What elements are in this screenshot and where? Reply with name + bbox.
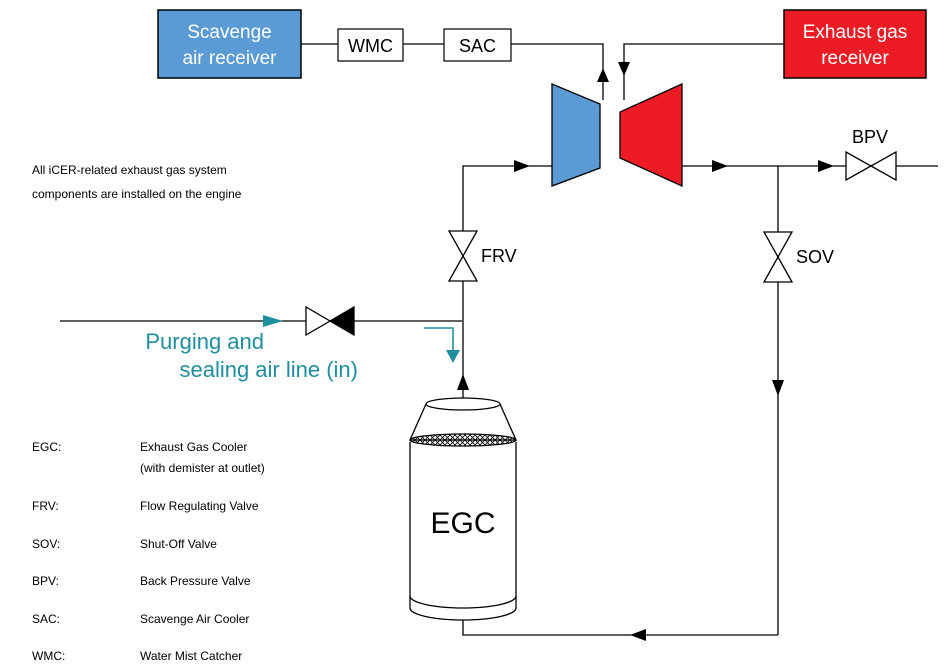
sov-valve: SOV: [762, 231, 834, 283]
wmc-box: WMC: [337, 28, 404, 62]
scavenge-air-receiver: Scavenge air receiver: [157, 9, 302, 79]
legend-desc-sov: Shut-Off Valve: [140, 537, 217, 551]
turbine: [619, 82, 683, 188]
legend-abbr-bpv: BPV:: [32, 574, 59, 588]
scavenge-line1: Scavenge: [187, 22, 272, 43]
turbocharger: [551, 82, 683, 188]
legend-abbr-sov: SOV:: [32, 537, 60, 551]
frv-valve: FRV: [447, 230, 517, 282]
install-note: All iCER-related exhaust gas system comp…: [32, 163, 242, 201]
legend-desc-egc-2: (with demister at outlet): [140, 461, 265, 475]
arrow-bottom-return: [630, 629, 646, 641]
exhaust-gas-receiver: Exhaust gas receiver: [783, 9, 927, 79]
pipe-exhaust-turbine: [623, 43, 784, 100]
purging-line1: Purging and: [145, 329, 264, 354]
arrow-bpv-in: [818, 160, 834, 172]
wmc-label: WMC: [348, 36, 393, 56]
note-line2: components are installed on the engine: [32, 187, 242, 201]
flow-arrows: [457, 62, 834, 641]
arrow-turbine-down: [618, 62, 630, 76]
compressor: [551, 83, 601, 187]
purging-line2: sealing air line (in): [179, 357, 358, 382]
note-line1: All iCER-related exhaust gas system: [32, 163, 227, 177]
purging-label: Purging and sealing air line (in): [145, 329, 358, 382]
purging-valve: [305, 305, 355, 337]
exhaust-line2: receiver: [821, 48, 889, 69]
arrow-turbine-out: [712, 160, 728, 172]
legend-desc-frv: Flow Regulating Valve: [140, 499, 259, 513]
legend-abbr-wmc: WMC:: [32, 649, 65, 663]
purge-inlet-arrow: [263, 315, 460, 363]
egc-vessel: [408, 397, 518, 621]
legend-abbr-sac: SAC:: [32, 612, 60, 626]
sov-label: SOV: [796, 247, 834, 267]
bpv-valve: BPV: [845, 127, 897, 182]
sac-box: SAC: [443, 28, 512, 62]
legend-desc-sac: Scavenge Air Cooler: [140, 612, 249, 626]
scavenge-line2: air receiver: [183, 48, 278, 69]
arrow-compressor-in: [514, 160, 530, 172]
frv-label: FRV: [481, 246, 517, 266]
bpv-label: BPV: [852, 127, 888, 147]
exhaust-line1: Exhaust gas: [803, 22, 908, 43]
sac-label: SAC: [459, 36, 496, 56]
arrow-egc-up: [457, 374, 469, 390]
purge-flow-arrow: [263, 315, 283, 327]
pipe-bottom-return: [462, 620, 778, 636]
legend-abbr-frv: FRV:: [32, 499, 59, 513]
arrow-sov-down: [772, 380, 784, 396]
arrow-compressor-up: [597, 68, 609, 82]
egc-label: EGC: [430, 507, 495, 540]
legend-abbr-egc: EGC:: [32, 440, 61, 454]
legend-desc-egc: Exhaust Gas Cooler: [140, 440, 247, 454]
legend-desc-wmc: Water Mist Catcher: [140, 649, 242, 663]
legend-desc-bpv: Back Pressure Valve: [140, 574, 251, 588]
legend: EGC: Exhaust Gas Cooler (with demister a…: [32, 440, 265, 663]
